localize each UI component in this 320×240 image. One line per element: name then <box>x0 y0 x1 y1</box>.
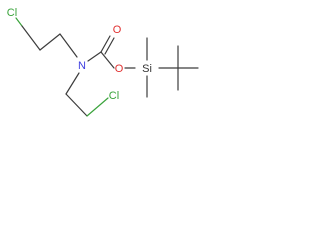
ester-oxygen-label: O <box>115 63 124 75</box>
molecule-structure: Cl Cl N O O Si <box>0 0 226 129</box>
chlorine-top-label: Cl <box>7 7 17 19</box>
bond-c1-c2-top-cl <box>21 25 41 51</box>
bond-carbonyl-double-a <box>100 35 111 53</box>
nitrogen-label: N <box>78 60 86 72</box>
bond-c-c-bottom <box>65 93 88 117</box>
bond-carbonyl-double-b <box>104 37 115 55</box>
bond-n-carbonyl <box>87 51 102 62</box>
bond-n-c-bottom <box>65 72 80 95</box>
bond-c3-n-top <box>59 33 78 58</box>
silicon-label: Si <box>142 63 152 75</box>
bond-cl-top <box>15 17 23 27</box>
bond-carbonyl-oester <box>100 51 115 69</box>
carbonyl-oxygen-label: O <box>113 24 122 36</box>
bond-cl-bottom <box>86 97 109 117</box>
bond-c2-c3-top <box>39 33 61 51</box>
structure-canvas: Cl Cl N O O Si <box>7 7 199 117</box>
chlorine-bottom-label: Cl <box>109 90 119 102</box>
